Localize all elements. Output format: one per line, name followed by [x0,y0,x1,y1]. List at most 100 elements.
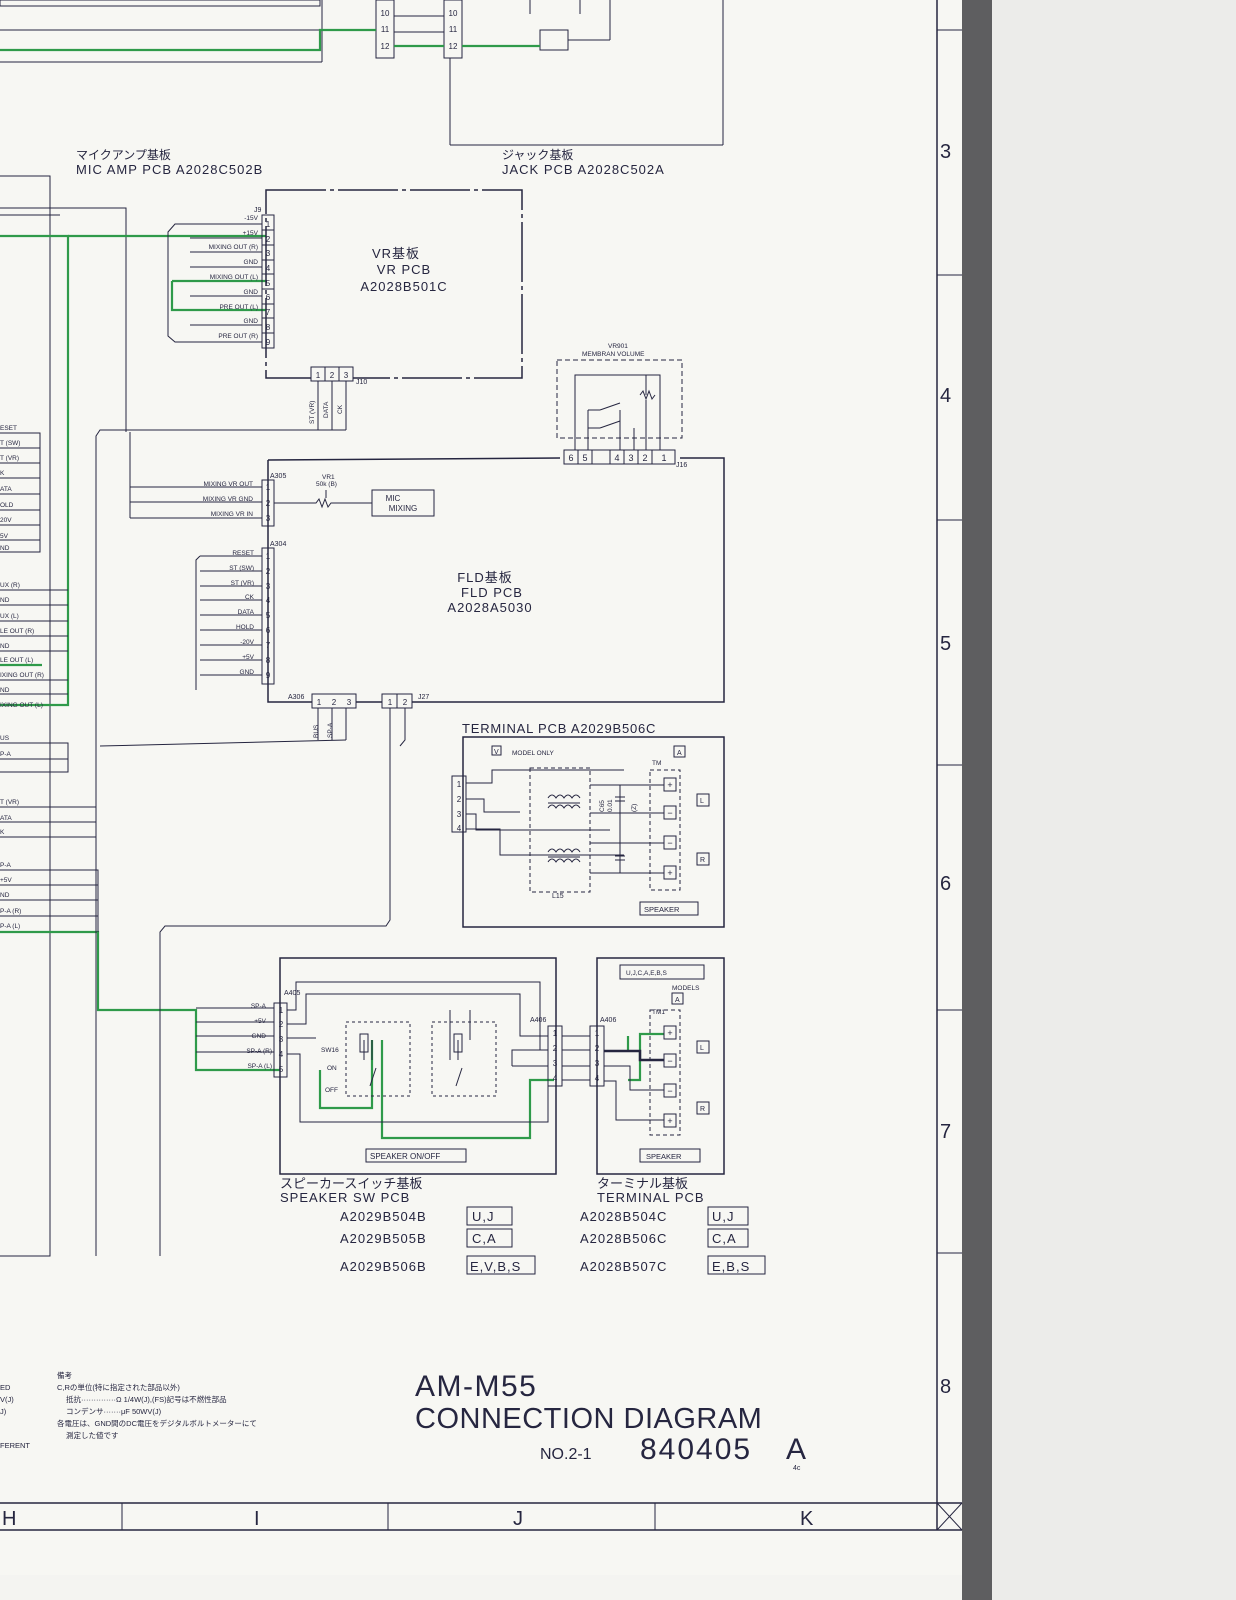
pin-number: 3 [347,698,352,707]
component-ref: VR901 [608,343,628,350]
pin-number: 2 [266,499,271,508]
cut-label: LE OUT (R) [0,628,34,635]
signal-label: BUS [313,724,320,738]
models-label: MODELS [672,985,700,992]
pin-number: 1 [316,371,321,380]
cut-label: ND [0,597,10,604]
page-margin [992,0,1236,1600]
cut-label: UX (L) [0,613,19,620]
coil-label: L15 [552,893,564,900]
pin-number: 5 [279,1065,284,1074]
connector-ref: J27 [418,694,429,701]
pin-number: 9 [266,671,271,680]
terminal-plus: + [667,1116,672,1126]
model-box-letter: V [494,749,499,756]
cut-label: 5V [0,533,9,540]
notes-fragment: J) [0,1407,7,1416]
part-number: A2028B507C [580,1259,667,1274]
pcb-part-number: A2028A5030 [447,600,532,615]
pin-number: 4 [266,264,271,273]
area-box-letter: A [675,997,680,1004]
binding-gutter [962,0,992,1600]
model-only-label: MODEL ONLY [512,750,555,757]
pin-number: 1 [457,780,462,789]
terminal-plus: + [667,780,672,790]
part-number: A2029B506B [340,1259,427,1274]
component-value: 50k (B) [316,481,337,488]
pin-number: 1 [279,1006,284,1015]
pin-number: 4 [553,1074,558,1083]
signal-label: PRE OUT (L) [219,304,258,311]
model-codes: C,A [472,1231,497,1246]
cut-label: LE OUT (L) [0,657,33,664]
pin-number: 12 [449,42,458,51]
cut-label: ESET [0,425,17,432]
pin-number: 4 [457,824,462,833]
mic-mixing-label: MIXING [389,504,417,513]
signal-label: DATA [238,609,255,616]
part-number: A2029B505B [340,1231,427,1246]
left-group-1: ESET T (SW) T (VR) K ATA OLD 20V 5V ND [0,425,20,552]
pin-number: 1 [388,698,393,707]
pin-number: 2 [266,567,271,576]
pcb-title-jp: スピーカースイッチ基板 [280,1176,422,1191]
pin-number: 3 [595,1059,600,1068]
frame-border [0,0,963,1531]
drawing-revision: A [786,1433,806,1466]
sheet-code: 4c [793,1465,801,1472]
signal-label: MIXING OUT (R) [209,244,258,251]
signal-label: ST (SW) [229,565,254,572]
row-label: 5 [940,633,951,655]
pin-number: 1 [553,1029,558,1038]
pcb-title-jp: VR基板 [372,246,420,261]
pin-number: 6 [568,453,573,463]
pin-number: 4 [279,1050,284,1059]
pin-number: 2 [330,371,335,380]
part-code-boxes [466,1206,766,1275]
signal-label: GND [244,259,259,266]
signal-label: RESET [232,550,254,557]
cut-label: K [0,470,5,477]
jack-connector-area [0,0,724,1257]
signal-label: ST (VR) [309,401,316,424]
cut-label: 20V [0,517,12,524]
signal-label: GND [244,289,259,296]
row-label: 3 [940,141,951,163]
channel-l: L [700,1045,704,1052]
cap-label: C65 [599,800,606,812]
pin-number: 2 [642,453,647,463]
pin-number: 3 [553,1059,558,1068]
cut-label: ATA [0,815,12,822]
pin-number: 1 [317,698,322,707]
pcb-title: SPEAKER SW PCB [280,1190,410,1205]
cap-label: (Z) [631,804,638,812]
switch-off: OFF [325,1087,338,1094]
jack-title: JACK PCB A2028C502A [502,162,665,177]
model-codes: E,V,B,S [470,1259,521,1274]
signal-label: MIXING VR GND [203,496,254,503]
speaker-label: SPEAKER [644,905,680,914]
col-label: J [513,1508,523,1530]
diagram-name: CONNECTION DIAGRAM [415,1403,762,1435]
pin-number: 6 [266,626,271,635]
connector-ref: A406 [600,1017,616,1024]
pin-number: 9 [266,338,271,347]
pin-number: 4 [595,1074,600,1083]
cut-label: P-A (R) [0,908,21,915]
jack-title-jp: ジャック基板 [502,148,573,162]
pin-number: 3 [266,514,271,523]
pin-number: 2 [332,698,337,707]
connector-ref: J10 [356,379,367,386]
col-label: K [800,1508,814,1530]
pin-number: 11 [381,25,390,34]
pcb-title: VR PCB [377,262,431,277]
component-name: MEMBRAN VOLUME [582,351,645,358]
mic-mixing-label: MIC [386,494,401,503]
cut-label: K [0,829,5,836]
pin-number: 2 [553,1044,558,1053]
pin-number: 8 [266,323,271,332]
cap-label: 0.01 [607,799,614,812]
cut-label: ND [0,643,10,650]
notes-line: 測定した値です [66,1430,119,1440]
